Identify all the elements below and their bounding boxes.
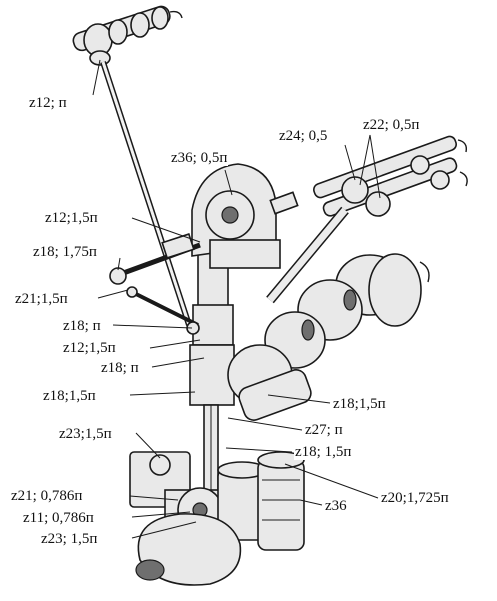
- gear-label: z12;1,5п: [62, 340, 117, 356]
- left-linkage: [109, 233, 201, 335]
- lower-pump-assembly: [129, 451, 305, 586]
- gear-label: z36; 0,5п: [170, 150, 229, 166]
- gear-label: z18; п: [100, 360, 140, 376]
- gear-label: z23;1,5п: [58, 426, 113, 442]
- gear-label: z18;1,5п: [42, 388, 97, 404]
- right-upper-shafts: [313, 135, 468, 217]
- diagonal-rod: [266, 206, 349, 304]
- upper-gearbox: [191, 163, 299, 269]
- top-shaft: [72, 5, 183, 66]
- gear-label: z12; п: [28, 95, 68, 111]
- gear-label: z18; 1,5п: [294, 444, 353, 460]
- gear-label: z27; п: [304, 422, 344, 438]
- gear-label: z21; 0,786п: [10, 488, 84, 504]
- gear-label: z18; 1,75п: [32, 244, 98, 260]
- gear-label: z11; 0,786п: [22, 510, 95, 526]
- gear-label: z22; 0,5п: [362, 117, 421, 133]
- gear-label: z18;1,5п: [332, 396, 387, 412]
- inclined-rod: [100, 61, 192, 326]
- gear-label: z36: [324, 498, 348, 514]
- gear-label: z23; 1,5п: [40, 531, 99, 547]
- gear-label: z24; 0,5: [278, 128, 329, 144]
- gear-label: z20;1,725п: [380, 490, 450, 506]
- leader-lines: [92, 59, 381, 539]
- gear-label: z18; п: [62, 318, 102, 334]
- gear-label: z12;1,5п: [44, 210, 99, 226]
- gear-label: z21;1,5п: [14, 291, 69, 307]
- crankshaft: [227, 253, 430, 421]
